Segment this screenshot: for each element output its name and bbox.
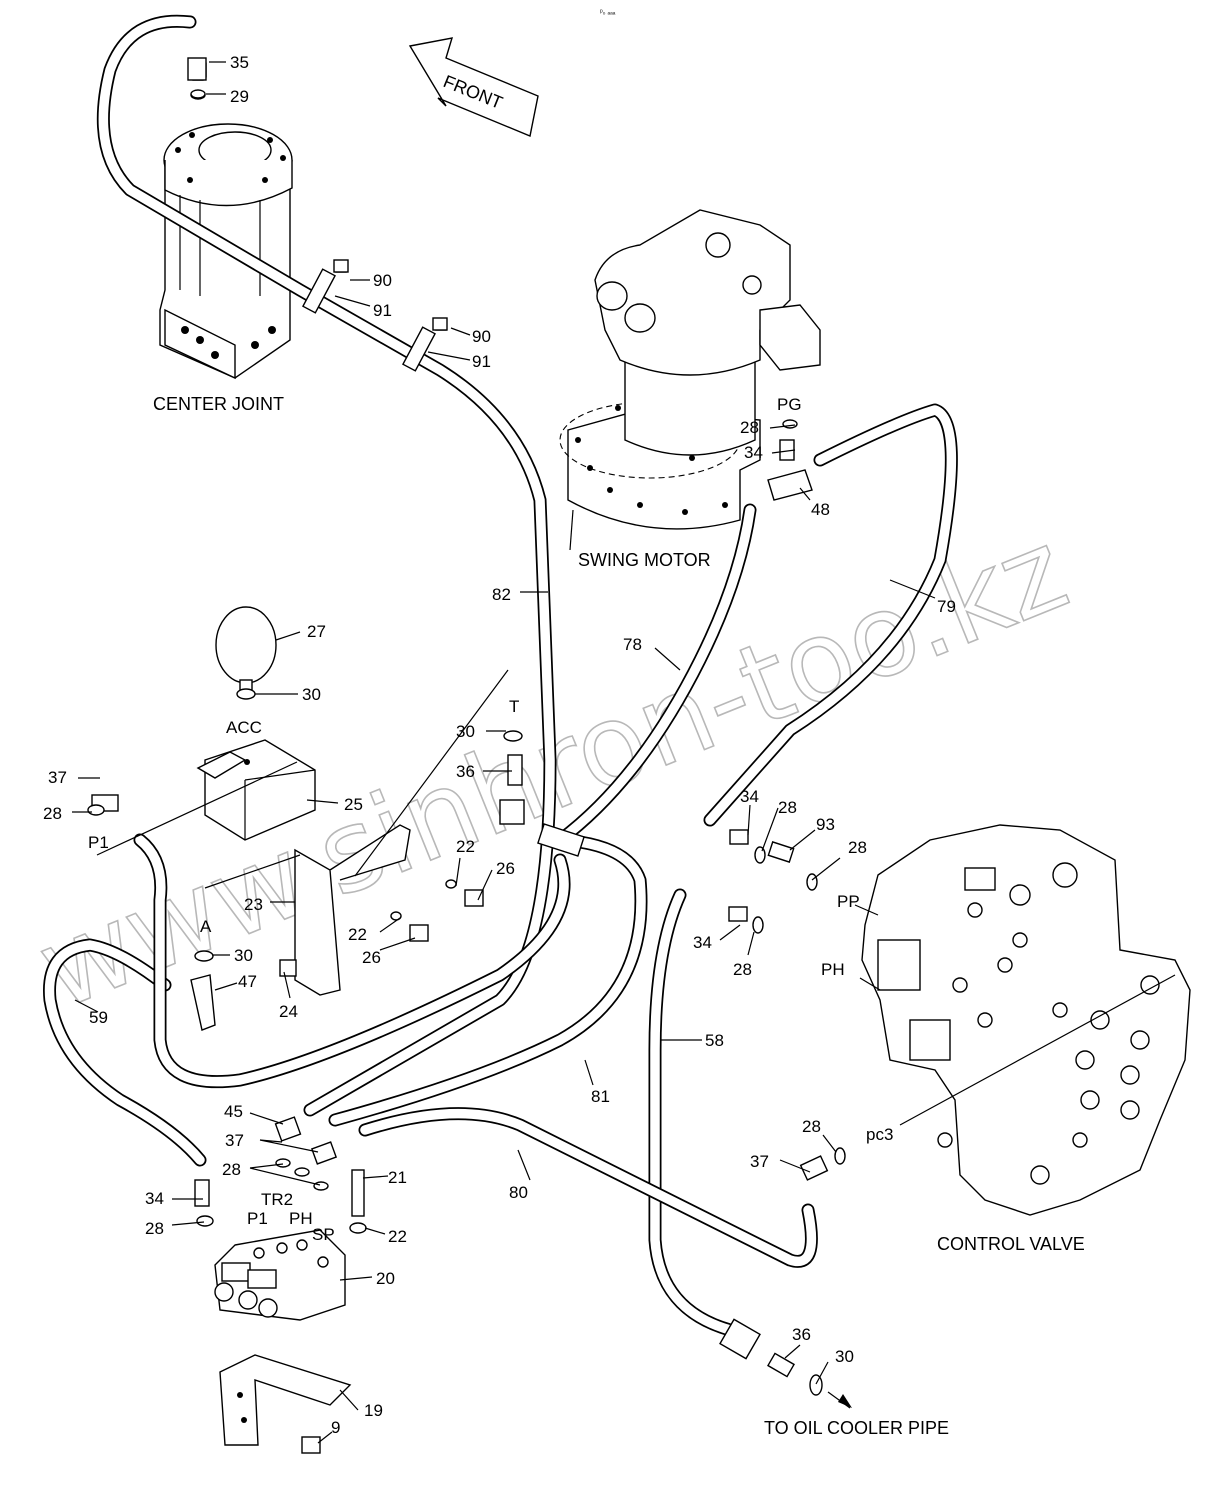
callout: 28 xyxy=(222,1160,241,1179)
callout: 23 xyxy=(244,895,263,914)
port-p1-left: P1 xyxy=(88,833,109,852)
part-callouts: 35 29 90 91 90 91 28 34 48 79 78 82 27 3… xyxy=(43,53,956,1437)
callout: 28 xyxy=(778,798,797,817)
callout: 29 xyxy=(230,87,249,106)
bracket-19 xyxy=(219,1354,352,1454)
control-valve-label: CONTROL VALVE xyxy=(937,1234,1085,1254)
callout: 36 xyxy=(456,762,475,781)
callout: 28 xyxy=(145,1219,164,1238)
control-valve-bolts xyxy=(937,902,1160,1185)
callout: 30 xyxy=(302,685,321,704)
callout: 91 xyxy=(472,352,491,371)
callout: 28 xyxy=(733,960,752,979)
port-p1-block: P1 xyxy=(247,1209,268,1228)
callout: 30 xyxy=(234,946,253,965)
callout: 27 xyxy=(307,622,326,641)
callout: 34 xyxy=(740,787,759,806)
callout: 58 xyxy=(705,1031,724,1050)
callout: 37 xyxy=(225,1131,244,1150)
accumulator-block xyxy=(196,739,316,841)
callout: 78 xyxy=(623,635,642,654)
callout: 26 xyxy=(496,859,515,878)
callout: 21 xyxy=(388,1168,407,1187)
callout: 9 xyxy=(331,1418,340,1437)
swing-motor: SWING MOTOR xyxy=(559,209,821,570)
callout: 26 xyxy=(362,948,381,967)
callout: 37 xyxy=(48,768,67,787)
hoses xyxy=(43,14,958,1337)
callout: 47 xyxy=(238,972,257,991)
callout: 91 xyxy=(373,301,392,320)
oil-cooler-label: TO OIL COOLER PIPE xyxy=(764,1418,949,1438)
corner-mark: ᵖ₀ ₐₐₐ xyxy=(600,9,616,16)
callout: 28 xyxy=(740,418,759,437)
callout: 25 xyxy=(344,795,363,814)
port-ph-block: PH xyxy=(289,1209,313,1228)
callout: 45 xyxy=(224,1102,243,1121)
callout: 30 xyxy=(456,722,475,741)
control-valve: CONTROL VALVE xyxy=(861,824,1191,1254)
port-pg: PG xyxy=(777,395,802,414)
pilot-block xyxy=(214,1229,346,1321)
callout: 34 xyxy=(145,1189,164,1208)
callout: 59 xyxy=(89,1008,108,1027)
callout: 28 xyxy=(802,1117,821,1136)
callout: 20 xyxy=(376,1269,395,1288)
callout: 35 xyxy=(230,53,249,72)
callout: 90 xyxy=(472,327,491,346)
port-a: A xyxy=(200,917,212,936)
callout: 28 xyxy=(43,804,62,823)
callout: 19 xyxy=(364,1401,383,1420)
callout: 37 xyxy=(750,1152,769,1171)
callout: 22 xyxy=(456,837,475,856)
leader-lines xyxy=(72,61,1176,1444)
callout: 79 xyxy=(937,597,956,616)
port-pc3: pc3 xyxy=(866,1125,893,1144)
callout: 22 xyxy=(388,1227,407,1246)
callout: 82 xyxy=(492,585,511,604)
swing-motor-label: SWING MOTOR xyxy=(578,550,711,570)
callout: 34 xyxy=(693,933,712,952)
callout: 36 xyxy=(792,1325,811,1344)
center-joint-label: CENTER JOINT xyxy=(153,394,284,414)
port-t: T xyxy=(509,697,519,716)
bracket-23 xyxy=(294,824,411,996)
callout: 28 xyxy=(848,838,867,857)
fittings xyxy=(87,57,846,1396)
accumulator xyxy=(215,606,277,698)
port-labels: ACC T P1 A PG PP PH pc3 TR2 P1 PH SP xyxy=(88,395,893,1244)
port-ph-right: PH xyxy=(821,960,845,979)
port-pp: PP xyxy=(837,892,860,911)
port-acc: ACC xyxy=(226,718,262,737)
port-sp: SP xyxy=(312,1225,335,1244)
callout: 22 xyxy=(348,925,367,944)
callout: 24 xyxy=(279,1002,298,1021)
front-arrow: FRONT xyxy=(408,37,539,137)
port-tr2: TR2 xyxy=(261,1190,293,1209)
callout: 80 xyxy=(509,1183,528,1202)
callout: 90 xyxy=(373,271,392,290)
callout: 81 xyxy=(591,1087,610,1106)
callout: 93 xyxy=(816,815,835,834)
callout: 34 xyxy=(744,443,763,462)
callout: 48 xyxy=(811,500,830,519)
center-joint: CENTER JOINT xyxy=(153,59,293,414)
callout: 30 xyxy=(835,1347,854,1366)
